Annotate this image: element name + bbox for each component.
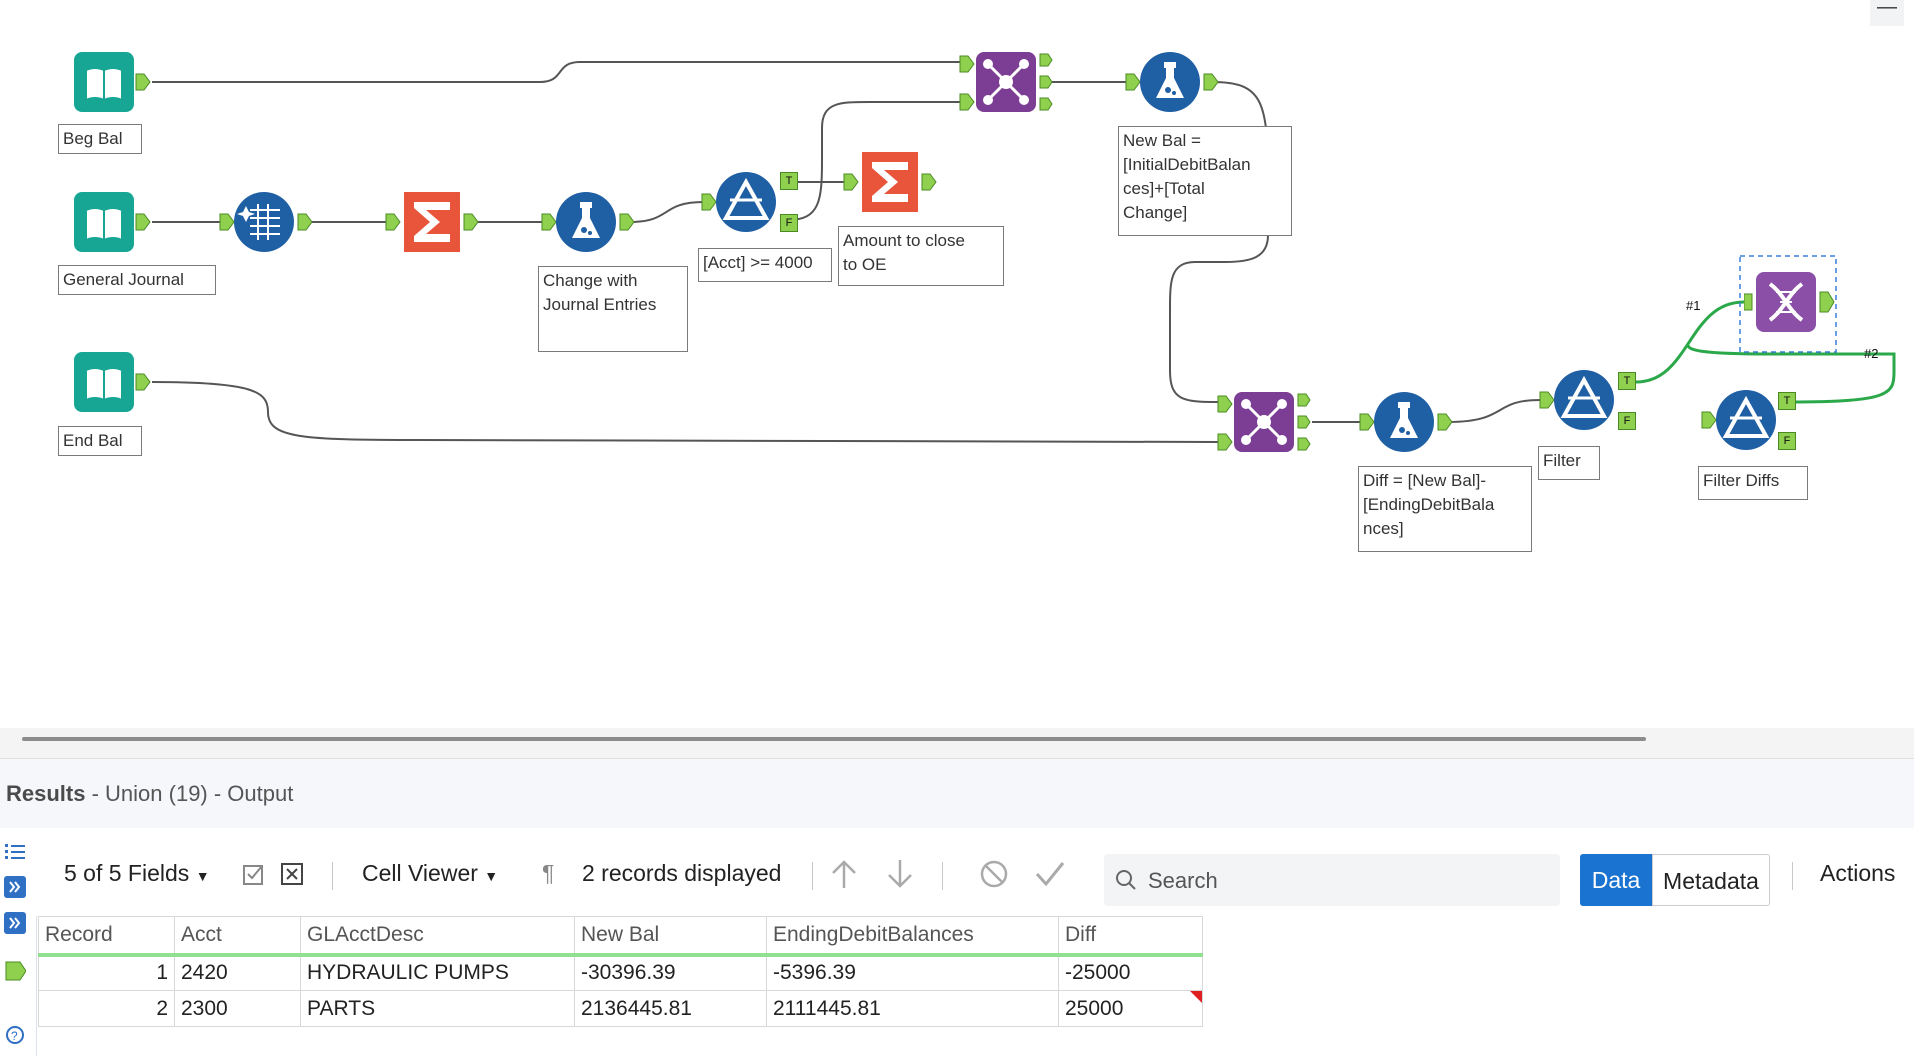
tool-label-new-bal: New Bal = [InitialDebitBalan ces]+[Total… (1118, 126, 1292, 236)
metadata-tab-button[interactable]: Metadata (1652, 854, 1770, 906)
summarize-icon[interactable] (842, 150, 942, 219)
anchor-false[interactable]: F (780, 214, 798, 232)
workflow-canvas[interactable]: — Beg Bal (0, 0, 1914, 728)
search-box[interactable] (1104, 854, 1560, 906)
column-header-acct[interactable]: Acct (174, 916, 301, 957)
connection-label-1: #1 (1686, 298, 1701, 313)
connection-label-2: #2 (1864, 346, 1879, 361)
summarize-icon[interactable] (384, 190, 484, 259)
table-row[interactable]: 2 2300 PARTS 2136445.81 2111445.81 25000 (38, 990, 1203, 1027)
cell-acct[interactable]: 2300 (174, 990, 301, 1027)
input-anchor-icon[interactable] (4, 876, 26, 898)
results-pane: Results - Union (19) - Output ? 5 of 5 F… (0, 758, 1914, 1056)
tool-label-amount-close: Amount to close to OE (838, 226, 1004, 286)
results-grid[interactable]: Record Acct GLAcctDesc New Bal EndingDeb… (38, 916, 1203, 1027)
input-anchor-icon[interactable] (4, 912, 26, 934)
arrow-up-icon[interactable] (826, 856, 862, 892)
help-icon[interactable]: ? (4, 1024, 26, 1046)
connection-wires (151, 61, 1896, 443)
input-data-icon[interactable] (74, 192, 156, 257)
records-count: 2 records displayed (582, 860, 782, 886)
results-header: Results - Union (19) - Output (0, 758, 1914, 829)
column-header-new-bal[interactable]: New Bal (574, 916, 767, 957)
tool-label-general-journal: General Journal (58, 265, 216, 295)
results-toolbar: 5 of 5 Fields ▼ Cell Viewer ▼ ¶ 2 record… (36, 828, 1914, 916)
cell-new-bal[interactable]: -30396.39 (574, 954, 767, 991)
filter-icon[interactable] (700, 170, 800, 239)
tool-label-beg-bal: Beg Bal (58, 124, 142, 154)
chevron-down-icon: ▼ (195, 868, 210, 884)
list-icon[interactable] (4, 840, 26, 862)
results-title-source: - Union (19) - Output (85, 781, 294, 806)
arrow-down-icon[interactable] (882, 856, 918, 892)
tool-label-end-bal: End Bal (58, 426, 142, 456)
join-icon[interactable] (1216, 390, 1316, 459)
svg-text:?: ? (11, 1029, 18, 1043)
filter-icon[interactable] (1538, 368, 1638, 437)
column-header-glacctdesc[interactable]: GLAcctDesc (300, 916, 575, 957)
select-all-icon[interactable] (236, 856, 272, 892)
anchor-true[interactable]: T (1618, 372, 1636, 390)
cell-acct[interactable]: 2420 (174, 954, 301, 991)
cell-viewer-dropdown[interactable]: Cell Viewer ▼ (362, 860, 498, 887)
results-title: Results - Union (19) - Output (6, 781, 293, 807)
minimize-button[interactable]: — (1870, 0, 1904, 26)
cancel-icon[interactable] (976, 856, 1012, 892)
search-input[interactable] (1146, 865, 1550, 897)
cell-ending-debit-balances[interactable]: 2111445.81 (766, 990, 1059, 1027)
input-data-icon[interactable] (74, 52, 156, 117)
header-row: Record Acct GLAcctDesc New Bal EndingDeb… (38, 916, 1203, 957)
deselect-all-icon[interactable] (274, 856, 310, 892)
column-header-diff[interactable]: Diff (1058, 916, 1203, 957)
splitter-handle[interactable] (22, 737, 1646, 741)
cell-viewer-label: Cell Viewer (362, 860, 478, 886)
anchor-true[interactable]: T (1778, 392, 1796, 410)
output-anchor-icon[interactable] (4, 960, 26, 982)
anchor-false[interactable]: F (1618, 412, 1636, 430)
chevron-down-icon: ▼ (484, 868, 499, 884)
wrap-text-icon[interactable]: ¶ (542, 860, 555, 886)
formula-icon[interactable] (1124, 50, 1224, 119)
cell-diff-value: 25000 (1065, 996, 1124, 1020)
column-header-ending-debit-balances[interactable]: EndingDebitBalances (766, 916, 1059, 957)
search-icon (1116, 870, 1136, 890)
anchor-false[interactable]: F (1778, 432, 1796, 450)
cell-record[interactable]: 1 (38, 954, 175, 991)
tool-label-diff: Diff = [New Bal]- [EndingDebitBala nces] (1358, 466, 1532, 552)
table-row[interactable]: 1 2420 HYDRAULIC PUMPS -30396.39 -5396.3… (38, 954, 1203, 991)
cell-diff[interactable]: 25000 (1058, 990, 1203, 1027)
toolbar-separator (332, 862, 333, 890)
column-header-record[interactable]: Record (38, 916, 175, 957)
cell-glacctdesc[interactable]: PARTS (300, 990, 575, 1027)
results-title-bold: Results (6, 781, 86, 806)
anchor-true[interactable]: T (780, 172, 798, 190)
filter-icon[interactable] (1700, 388, 1800, 457)
toolbar-separator (1792, 862, 1793, 890)
formula-icon[interactable] (540, 190, 640, 259)
tool-label-filter: Filter (1538, 446, 1600, 480)
results-side-rail: ? (0, 828, 37, 1056)
cell-glacctdesc[interactable]: HYDRAULIC PUMPS (300, 954, 575, 991)
cell-ending-debit-balances[interactable]: -5396.39 (766, 954, 1059, 991)
actions-menu[interactable]: Actions (1820, 860, 1896, 886)
cell-new-bal[interactable]: 2136445.81 (574, 990, 767, 1027)
cell-record[interactable]: 2 (38, 990, 175, 1027)
toolbar-separator (812, 862, 813, 890)
changed-value-marker (1190, 991, 1202, 1003)
pane-divider[interactable] (0, 728, 1914, 758)
toolbar-separator (942, 862, 943, 890)
formula-icon[interactable] (1358, 390, 1458, 459)
fields-dropdown-label: 5 of 5 Fields (64, 860, 190, 886)
tool-label-change-journal: Change with Journal Entries (538, 266, 688, 352)
input-data-icon[interactable] (74, 352, 156, 417)
join-icon[interactable] (958, 50, 1058, 119)
tool-label-filter-diffs: Filter Diffs (1698, 466, 1808, 500)
cell-diff[interactable]: -25000 (1058, 954, 1203, 991)
union-icon[interactable] (1743, 270, 1836, 339)
data-tab-button[interactable]: Data (1580, 854, 1652, 906)
data-cleansing-icon[interactable] (218, 190, 318, 259)
tool-label-acct-filter: [Acct] >= 4000 (698, 248, 832, 282)
fields-dropdown[interactable]: 5 of 5 Fields ▼ (64, 860, 210, 887)
apply-check-icon[interactable] (1032, 856, 1068, 892)
